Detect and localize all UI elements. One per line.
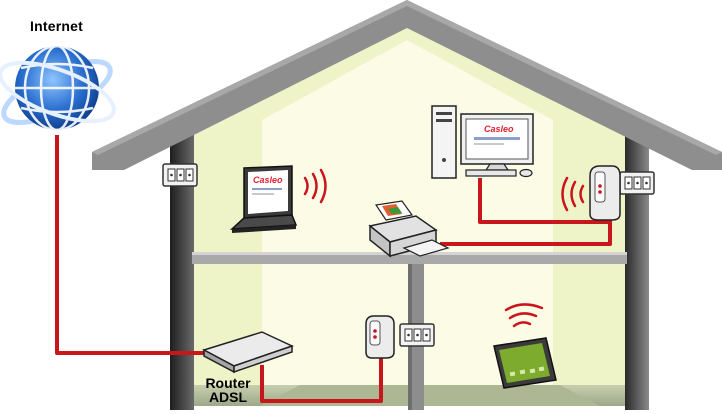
wifi-waves-icon: [561, 176, 585, 212]
wall-socket-icon: [162, 163, 198, 187]
roof: [92, 0, 722, 170]
desktop-computer-icon: Casleo: [431, 105, 534, 179]
laptop-icon: Casleo: [229, 165, 298, 233]
internet-label: Internet: [30, 18, 83, 34]
right-wall: [625, 125, 649, 410]
middle-floor-slab-top: [192, 252, 627, 255]
globe-icon: [0, 44, 116, 132]
router-label-line2: ADSL: [208, 389, 248, 405]
cable-printer-powerline: [440, 210, 612, 246]
tablet-icon: [493, 337, 557, 389]
powerline-adapter-icon: [365, 315, 395, 359]
wifi-waves-icon: [303, 168, 327, 204]
globe-grid: [15, 44, 99, 132]
printer-icon: [368, 200, 450, 258]
cable-internet-router: [55, 135, 212, 355]
house: [92, 0, 722, 410]
pc-keyboard: [465, 169, 517, 177]
pc-tower: [431, 105, 457, 179]
globe-orbit-front: [0, 60, 116, 124]
router-label-line1: Router: [205, 375, 251, 391]
router-icon: [202, 331, 294, 374]
wifi-waves-icon: [504, 303, 544, 328]
desktop-screen-logo: Casleo: [484, 124, 514, 134]
laptop-screen-logo: Casleo: [253, 175, 283, 185]
wall-socket-icon: [399, 323, 435, 347]
powerline-adapter-icon: [589, 165, 621, 221]
router-adsl-label: Router ADSL: [203, 376, 253, 404]
cable-router-powerline: [260, 345, 383, 403]
wall-socket-icon: [619, 171, 655, 195]
pc-mouse: [519, 168, 533, 178]
